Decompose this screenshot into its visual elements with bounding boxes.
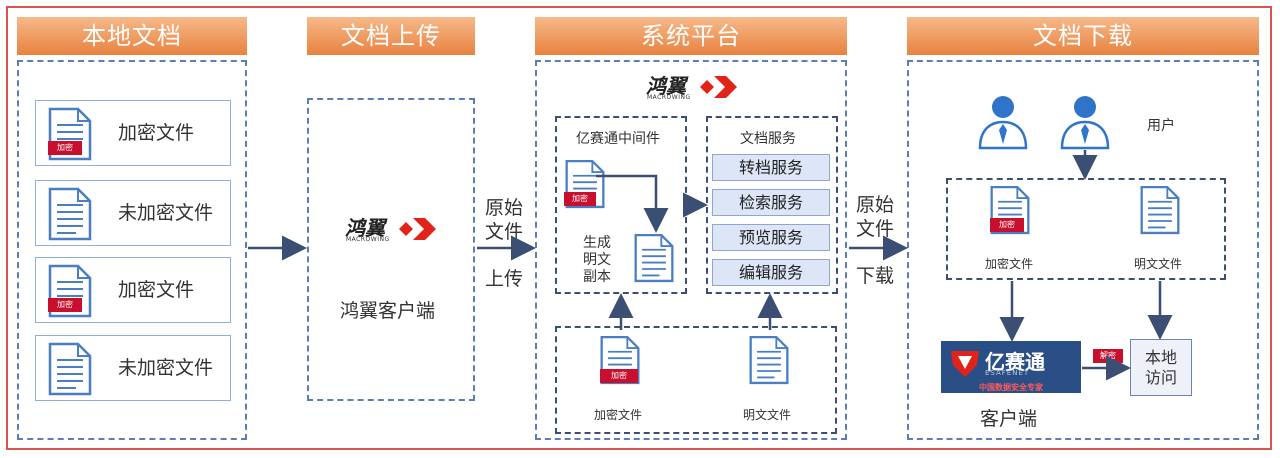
local-file-label: 未加密文件 [118, 202, 214, 224]
local-access-line-1: 本地 [1144, 348, 1177, 367]
encrypted-tag: 加密 [48, 141, 82, 155]
header-upload: 文档上传 [307, 17, 475, 55]
doc-service-title: 文档服务 [740, 131, 796, 147]
upload-flow-label-2: 文件 [485, 221, 524, 243]
yisaitong-shield-icon [951, 351, 979, 377]
header-platform: 系统平台 [535, 17, 847, 55]
copy-label-3: 副本 [583, 269, 611, 285]
platform-logo-en: MACROWING [647, 94, 691, 101]
download-file-label: 明文文件 [1134, 257, 1183, 271]
document-icon [46, 342, 94, 396]
header-download: 文档下载 [907, 17, 1259, 55]
download-flow-label-1: 原始 [856, 194, 895, 216]
platform-logo-cn: 鸿翼 [646, 74, 686, 98]
document-icon [1138, 184, 1182, 236]
local-docs-panel [17, 60, 247, 440]
local-access-box: 本地 访问 [1130, 339, 1192, 396]
yisaitong-logo: 亿赛通 ESAFENET 中国数据安全专家 [941, 341, 1081, 393]
download-panel [907, 60, 1259, 440]
document-icon [46, 187, 94, 241]
storage-file-label: 加密文件 [594, 408, 643, 422]
local-file-item: 加密 加密文件 [35, 257, 231, 323]
macrowing-chevron-icon [399, 218, 436, 240]
user-icon [976, 94, 1030, 150]
service-item: 编辑服务 [712, 259, 830, 286]
header-local-docs: 本地文档 [17, 17, 247, 55]
platform-macrowing-logo: 鸿翼 MACROWING [646, 70, 742, 104]
macrowing-logo-en: MACROWING [346, 236, 390, 243]
service-item: 预览服务 [712, 224, 830, 251]
client-side-label: 客户端 [980, 408, 1038, 430]
yisaitong-slogan: 中国数据安全专家 [979, 383, 1043, 392]
download-file-label: 加密文件 [985, 257, 1034, 271]
encrypted-tag: 加密 [564, 192, 596, 206]
yisaitong-name: 亿赛通 [985, 350, 1045, 374]
document-icon [747, 334, 791, 386]
local-file-item: 未加密文件 [35, 180, 231, 246]
local-file-label: 加密文件 [118, 122, 195, 144]
upload-flow-label-3: 上传 [485, 268, 524, 290]
local-access-line-2: 访问 [1144, 368, 1177, 387]
user-label: 用户 [1147, 118, 1175, 134]
encrypted-tag: 加密 [600, 369, 638, 383]
local-file-label: 未加密文件 [118, 357, 214, 379]
local-file-item: 加密 加密文件 [35, 100, 231, 166]
local-file-item: 未加密文件 [35, 335, 231, 401]
platform-chevron-icon [700, 76, 737, 98]
user-icon [1058, 94, 1112, 150]
download-flow-label-2: 文件 [856, 218, 895, 240]
upload-flow-label-1: 原始 [485, 197, 524, 219]
middleware-title: 亿赛通中间件 [576, 131, 660, 147]
macrowing-logo-cn: 鸿翼 [345, 216, 385, 240]
outer-frame [6, 6, 1272, 450]
macrowing-logo: 鸿翼 MACROWING [345, 212, 441, 246]
upload-panel [307, 98, 475, 401]
service-item: 转档服务 [712, 154, 830, 181]
yisaitong-en: ESAFENET [985, 369, 1030, 377]
local-file-label: 加密文件 [118, 279, 195, 301]
copy-label-2: 明文 [583, 252, 611, 268]
service-item: 检索服务 [712, 189, 830, 216]
storage-box [555, 326, 837, 434]
copy-label-1: 生成 [583, 235, 611, 251]
encrypted-tag: 加密 [990, 218, 1024, 232]
storage-file-label: 明文文件 [743, 408, 792, 422]
encrypted-tag: 加密 [48, 298, 82, 312]
plain-copy-document-icon [632, 232, 676, 284]
platform-panel [535, 60, 847, 440]
client-label: 鸿翼客户端 [340, 300, 436, 322]
decrypt-tag: 解密 [1093, 349, 1123, 363]
download-flow-label-3: 下载 [856, 265, 895, 287]
